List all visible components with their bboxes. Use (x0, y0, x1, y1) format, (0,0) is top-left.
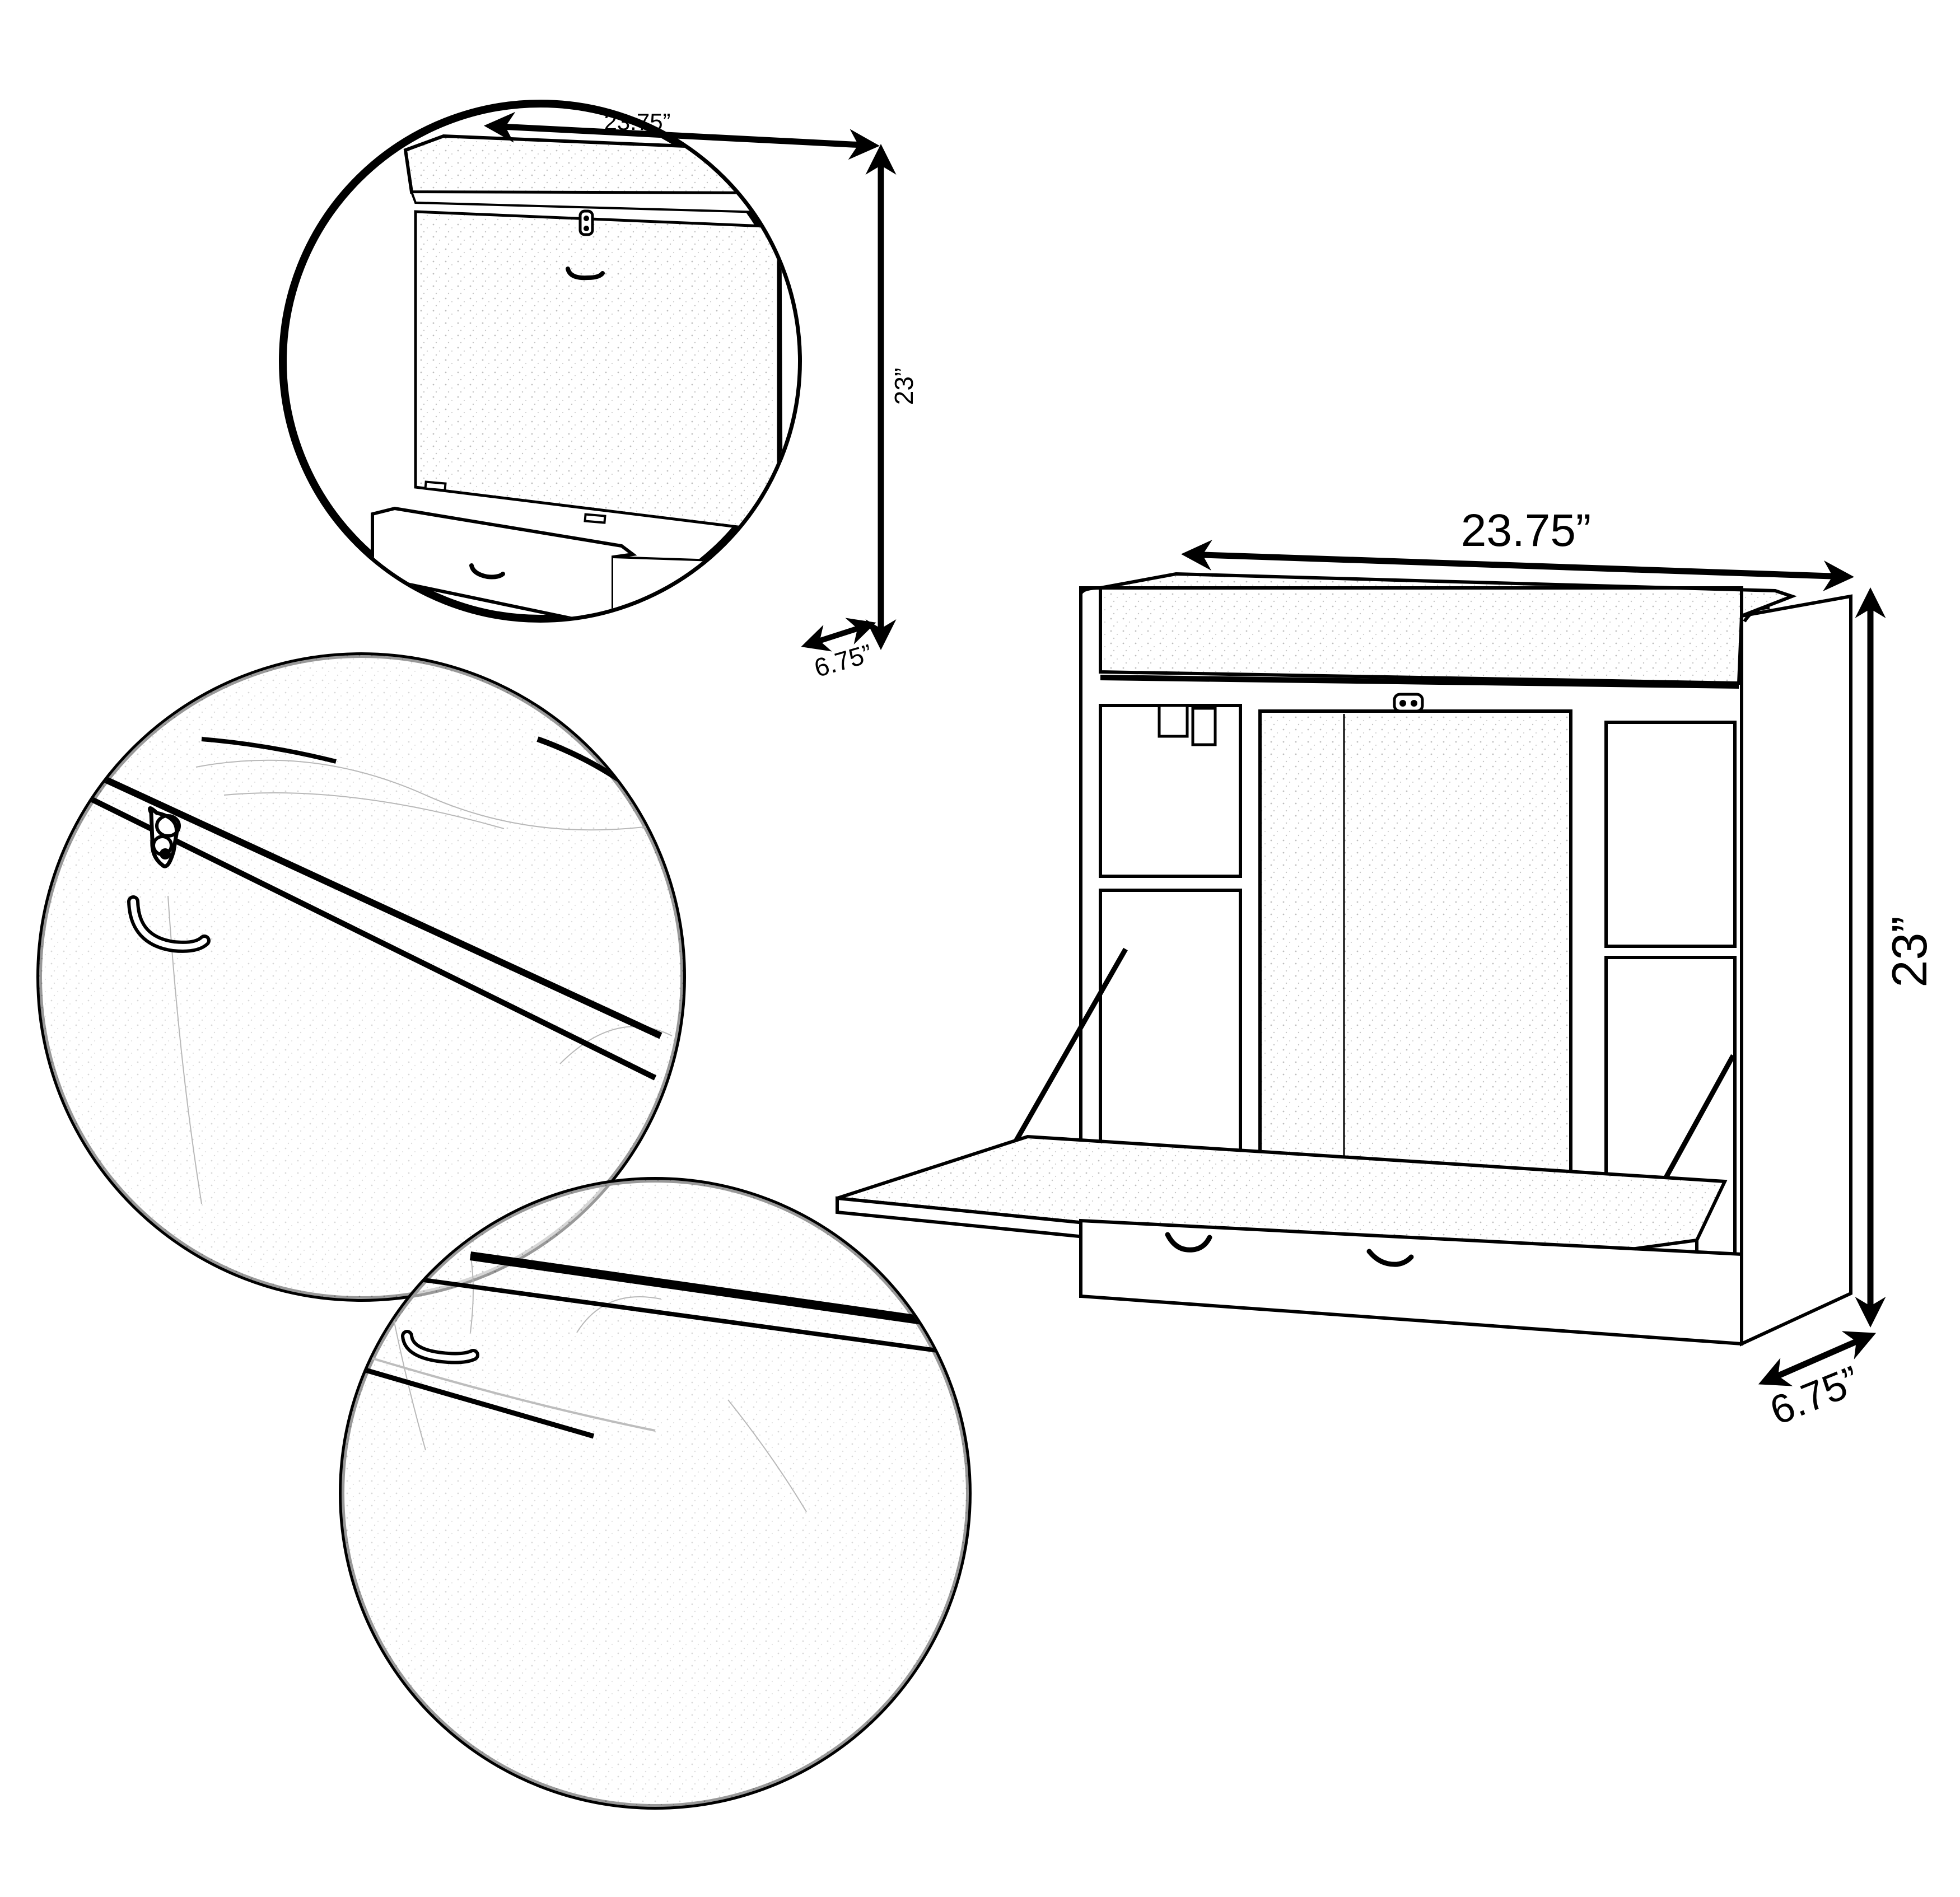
door-handle-icon (566, 267, 605, 281)
closed-desk-drawer (371, 506, 637, 619)
drawer-handle-icon (1165, 1232, 1212, 1253)
depth-dimension-arrow (801, 618, 876, 652)
open-width-dimension-arrow (1181, 540, 1854, 591)
closed-width-label: 23.75” (604, 109, 670, 135)
open-depth-label: 6.75” (1764, 1358, 1866, 1434)
drawer-handle-icon (1366, 1249, 1414, 1267)
open-desk-drawer (1079, 1218, 1743, 1346)
open-depth-dimension-arrow (1758, 1331, 1877, 1386)
closed-desk-front-door (414, 210, 780, 534)
closed-desk-top-panel (403, 134, 797, 195)
right-support-stay (1655, 1054, 1735, 1194)
closed-desk-view: 23.75” 23” 6.75” (279, 100, 918, 683)
left-support-stay (1011, 947, 1128, 1147)
drawer-handle-icon (469, 563, 505, 580)
closed-depth-label: 6.75” (811, 638, 875, 683)
closed-desk-side-panel (777, 152, 798, 565)
desk-bottom-edge-line (469, 1251, 959, 1330)
latch-icon (1393, 693, 1424, 713)
open-desk-top-panel (1099, 572, 1797, 685)
open-height-label: 23” (1882, 916, 1937, 987)
top-edge-line (77, 764, 662, 1039)
latch-icon (148, 806, 181, 868)
width-dimension-arrow (484, 111, 880, 160)
open-desk-view: 23.75” 23” 6.75” (836, 505, 1937, 1434)
closed-height-label: 23” (889, 368, 918, 405)
drawer-top-edge-line (358, 1269, 958, 1356)
interior-compartments (1099, 704, 1737, 1261)
drawer-detail-view (339, 1177, 972, 1810)
open-width-label: 23.75” (1461, 505, 1592, 556)
latch-icon (578, 209, 594, 236)
closed-desk-top-shelf (410, 190, 784, 214)
hinge-bracket-icon (1158, 704, 1217, 746)
open-desk-side-panel (1740, 594, 1852, 1347)
